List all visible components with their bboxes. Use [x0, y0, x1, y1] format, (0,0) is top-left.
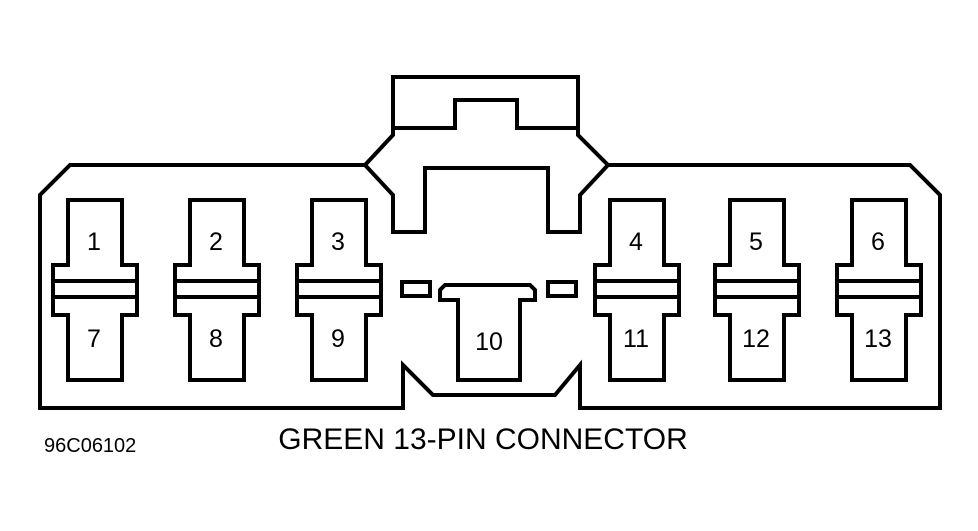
pin-label-6: 6: [871, 228, 885, 256]
pin-cavities: [51, 198, 923, 382]
locking-tab-recess: [363, 163, 610, 234]
pin-cavity-4-11: [593, 198, 681, 382]
pin-cavity-6-13: [835, 198, 923, 382]
pin-labels-top: 1 2 3 4 5 6: [87, 228, 885, 256]
connector-title: GREEN 13-PIN CONNECTOR: [278, 423, 688, 456]
pin-cavity-2-8: [173, 198, 261, 382]
pin-label-10: 10: [475, 328, 503, 356]
keyway-right: [546, 280, 578, 298]
pin-cavity-3-9: [295, 198, 383, 382]
pin-label-2: 2: [209, 228, 223, 256]
keyway-left: [400, 280, 432, 298]
pin-label-1: 1: [87, 228, 101, 256]
pin-label-11: 11: [623, 325, 649, 353]
pin-label-8: 8: [209, 325, 223, 353]
pin-label-12: 12: [742, 325, 770, 353]
pin-label-13: 13: [864, 325, 892, 353]
pin-cavity-5-12: [713, 198, 801, 382]
locking-tab-upper: [393, 98, 578, 130]
pin-label-7: 7: [87, 325, 101, 353]
pin-label-3: 3: [331, 228, 345, 256]
pin-cavity-1-7: [51, 198, 139, 382]
pin-labels-bottom: 7 8 9 11 12 13: [87, 325, 892, 353]
pin-10-cavity: [438, 283, 537, 382]
connector-housing: [38, 75, 942, 410]
pin-label-9: 9: [331, 325, 345, 353]
pin-label-4: 4: [629, 228, 643, 256]
figure-code: 96C06102: [44, 435, 136, 457]
pin-label-5: 5: [749, 228, 763, 256]
